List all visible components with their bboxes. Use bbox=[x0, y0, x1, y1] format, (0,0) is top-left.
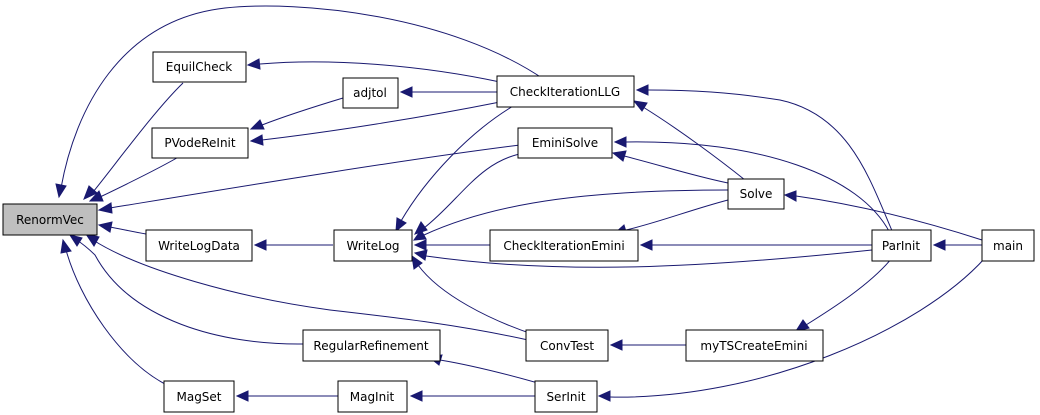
node-maginit[interactable]: MagInit bbox=[337, 380, 408, 413]
edge-main-to-serinit bbox=[597, 257, 986, 402]
edge-writelog-to-writelogdata bbox=[253, 239, 333, 251]
node-magset-label: MagSet bbox=[176, 390, 221, 404]
edge-main-to-solve bbox=[783, 190, 983, 241]
node-maginit-label: MagInit bbox=[350, 390, 395, 404]
edge-equilcheck-to-renormvec bbox=[83, 82, 184, 200]
edge-adjtol-to-pvodereinit bbox=[249, 97, 344, 130]
node-serinit-label: SerInit bbox=[546, 390, 585, 404]
edge-checkiterationllg-to-writelog bbox=[395, 101, 521, 233]
node-checkiterationllg-label: CheckIterationLLG bbox=[510, 85, 620, 99]
node-adjtol-label: adjtol bbox=[353, 86, 387, 100]
node-parinit[interactable]: ParInit bbox=[871, 229, 932, 262]
node-renormvec-label: RenormVec bbox=[16, 213, 84, 227]
node-checkiterationemini-label: CheckIterationEmini bbox=[503, 239, 624, 253]
node-writelog-label: WriteLog bbox=[346, 239, 399, 253]
node-mytscreateemini-label: myTSCreateEmini bbox=[700, 339, 807, 353]
node-mytscreateemini[interactable]: myTSCreateEmini bbox=[685, 329, 824, 362]
edge-parinit-to-writelog bbox=[413, 249, 873, 268]
edge-checkiterationllg-to-renormvec bbox=[55, 5, 546, 199]
node-main-label: main bbox=[993, 239, 1023, 253]
edge-checkiterationllg-to-equilcheck bbox=[246, 58, 501, 83]
node-parinit-label: ParInit bbox=[882, 239, 920, 253]
edge-checkiterationllg-to-adjtol bbox=[399, 86, 500, 98]
edge-mytscreateemini-to-convtest bbox=[609, 339, 687, 351]
edge-parinit-to-mytscreateemini bbox=[794, 257, 893, 332]
edge-solve-to-writelog bbox=[412, 189, 729, 241]
node-equilcheck-label: EquilCheck bbox=[166, 60, 232, 74]
node-eminisolve[interactable]: EminiSolve bbox=[517, 127, 613, 159]
node-adjtol[interactable]: adjtol bbox=[342, 77, 399, 109]
edge-checkiterationemini-to-writelog bbox=[413, 239, 490, 251]
node-magset[interactable]: MagSet bbox=[163, 380, 235, 413]
edge-writelogdata-to-renormvec bbox=[97, 221, 147, 235]
node-eminisolve-label: EminiSolve bbox=[532, 136, 598, 150]
node-writelogdata[interactable]: WriteLogData bbox=[145, 229, 253, 262]
node-convtest-label: ConvTest bbox=[540, 339, 594, 353]
edge-solve-to-eminisolve bbox=[611, 150, 729, 184]
node-solve[interactable]: Solve bbox=[727, 178, 785, 210]
node-checkiterationllg[interactable]: CheckIterationLLG bbox=[496, 75, 635, 108]
nodes-layer: RenormVec EquilCheck PVodeReInit adjtol … bbox=[2, 51, 1035, 413]
node-pvodereinit-label: PVodeReInit bbox=[164, 136, 236, 150]
edge-eminisolve-to-renormvec bbox=[97, 144, 521, 214]
edge-parinit-to-checkiterationemini bbox=[639, 239, 872, 251]
node-main[interactable]: main bbox=[981, 229, 1035, 262]
edge-solve-to-checkiterationllg bbox=[632, 100, 746, 181]
node-equilcheck[interactable]: EquilCheck bbox=[152, 51, 247, 83]
edge-parinit-to-checkiterationllg bbox=[635, 84, 894, 234]
node-solve-label: Solve bbox=[740, 187, 773, 201]
edge-main-to-parinit bbox=[932, 239, 982, 251]
node-checkiterationemini[interactable]: CheckIterationEmini bbox=[489, 229, 639, 262]
node-convtest[interactable]: ConvTest bbox=[525, 329, 609, 362]
edge-maginit-to-magset bbox=[235, 390, 339, 402]
edge-convtest-to-writelog bbox=[411, 254, 536, 336]
edges-layer bbox=[55, 5, 986, 402]
edge-parinit-to-eminisolve bbox=[613, 136, 891, 234]
node-writelogdata-label: WriteLogData bbox=[158, 239, 240, 253]
edge-magset-to-renormvec bbox=[60, 238, 166, 385]
edge-eminisolve-to-writelog bbox=[414, 152, 526, 235]
edge-checkiterationllg-to-pvodereinit bbox=[249, 101, 501, 146]
node-regularrefinement-label: RegularRefinement bbox=[313, 339, 428, 353]
node-serinit[interactable]: SerInit bbox=[534, 380, 598, 413]
edge-regularrefinement-to-renormvec bbox=[68, 234, 304, 345]
node-regularrefinement[interactable]: RegularRefinement bbox=[302, 329, 441, 362]
node-pvodereinit[interactable]: PVodeReInit bbox=[151, 127, 249, 159]
node-renormvec[interactable]: RenormVec bbox=[2, 203, 98, 236]
edge-pvodereinit-to-renormvec bbox=[88, 154, 183, 202]
edge-serinit-to-maginit bbox=[409, 390, 536, 402]
node-writelog[interactable]: WriteLog bbox=[333, 229, 413, 262]
